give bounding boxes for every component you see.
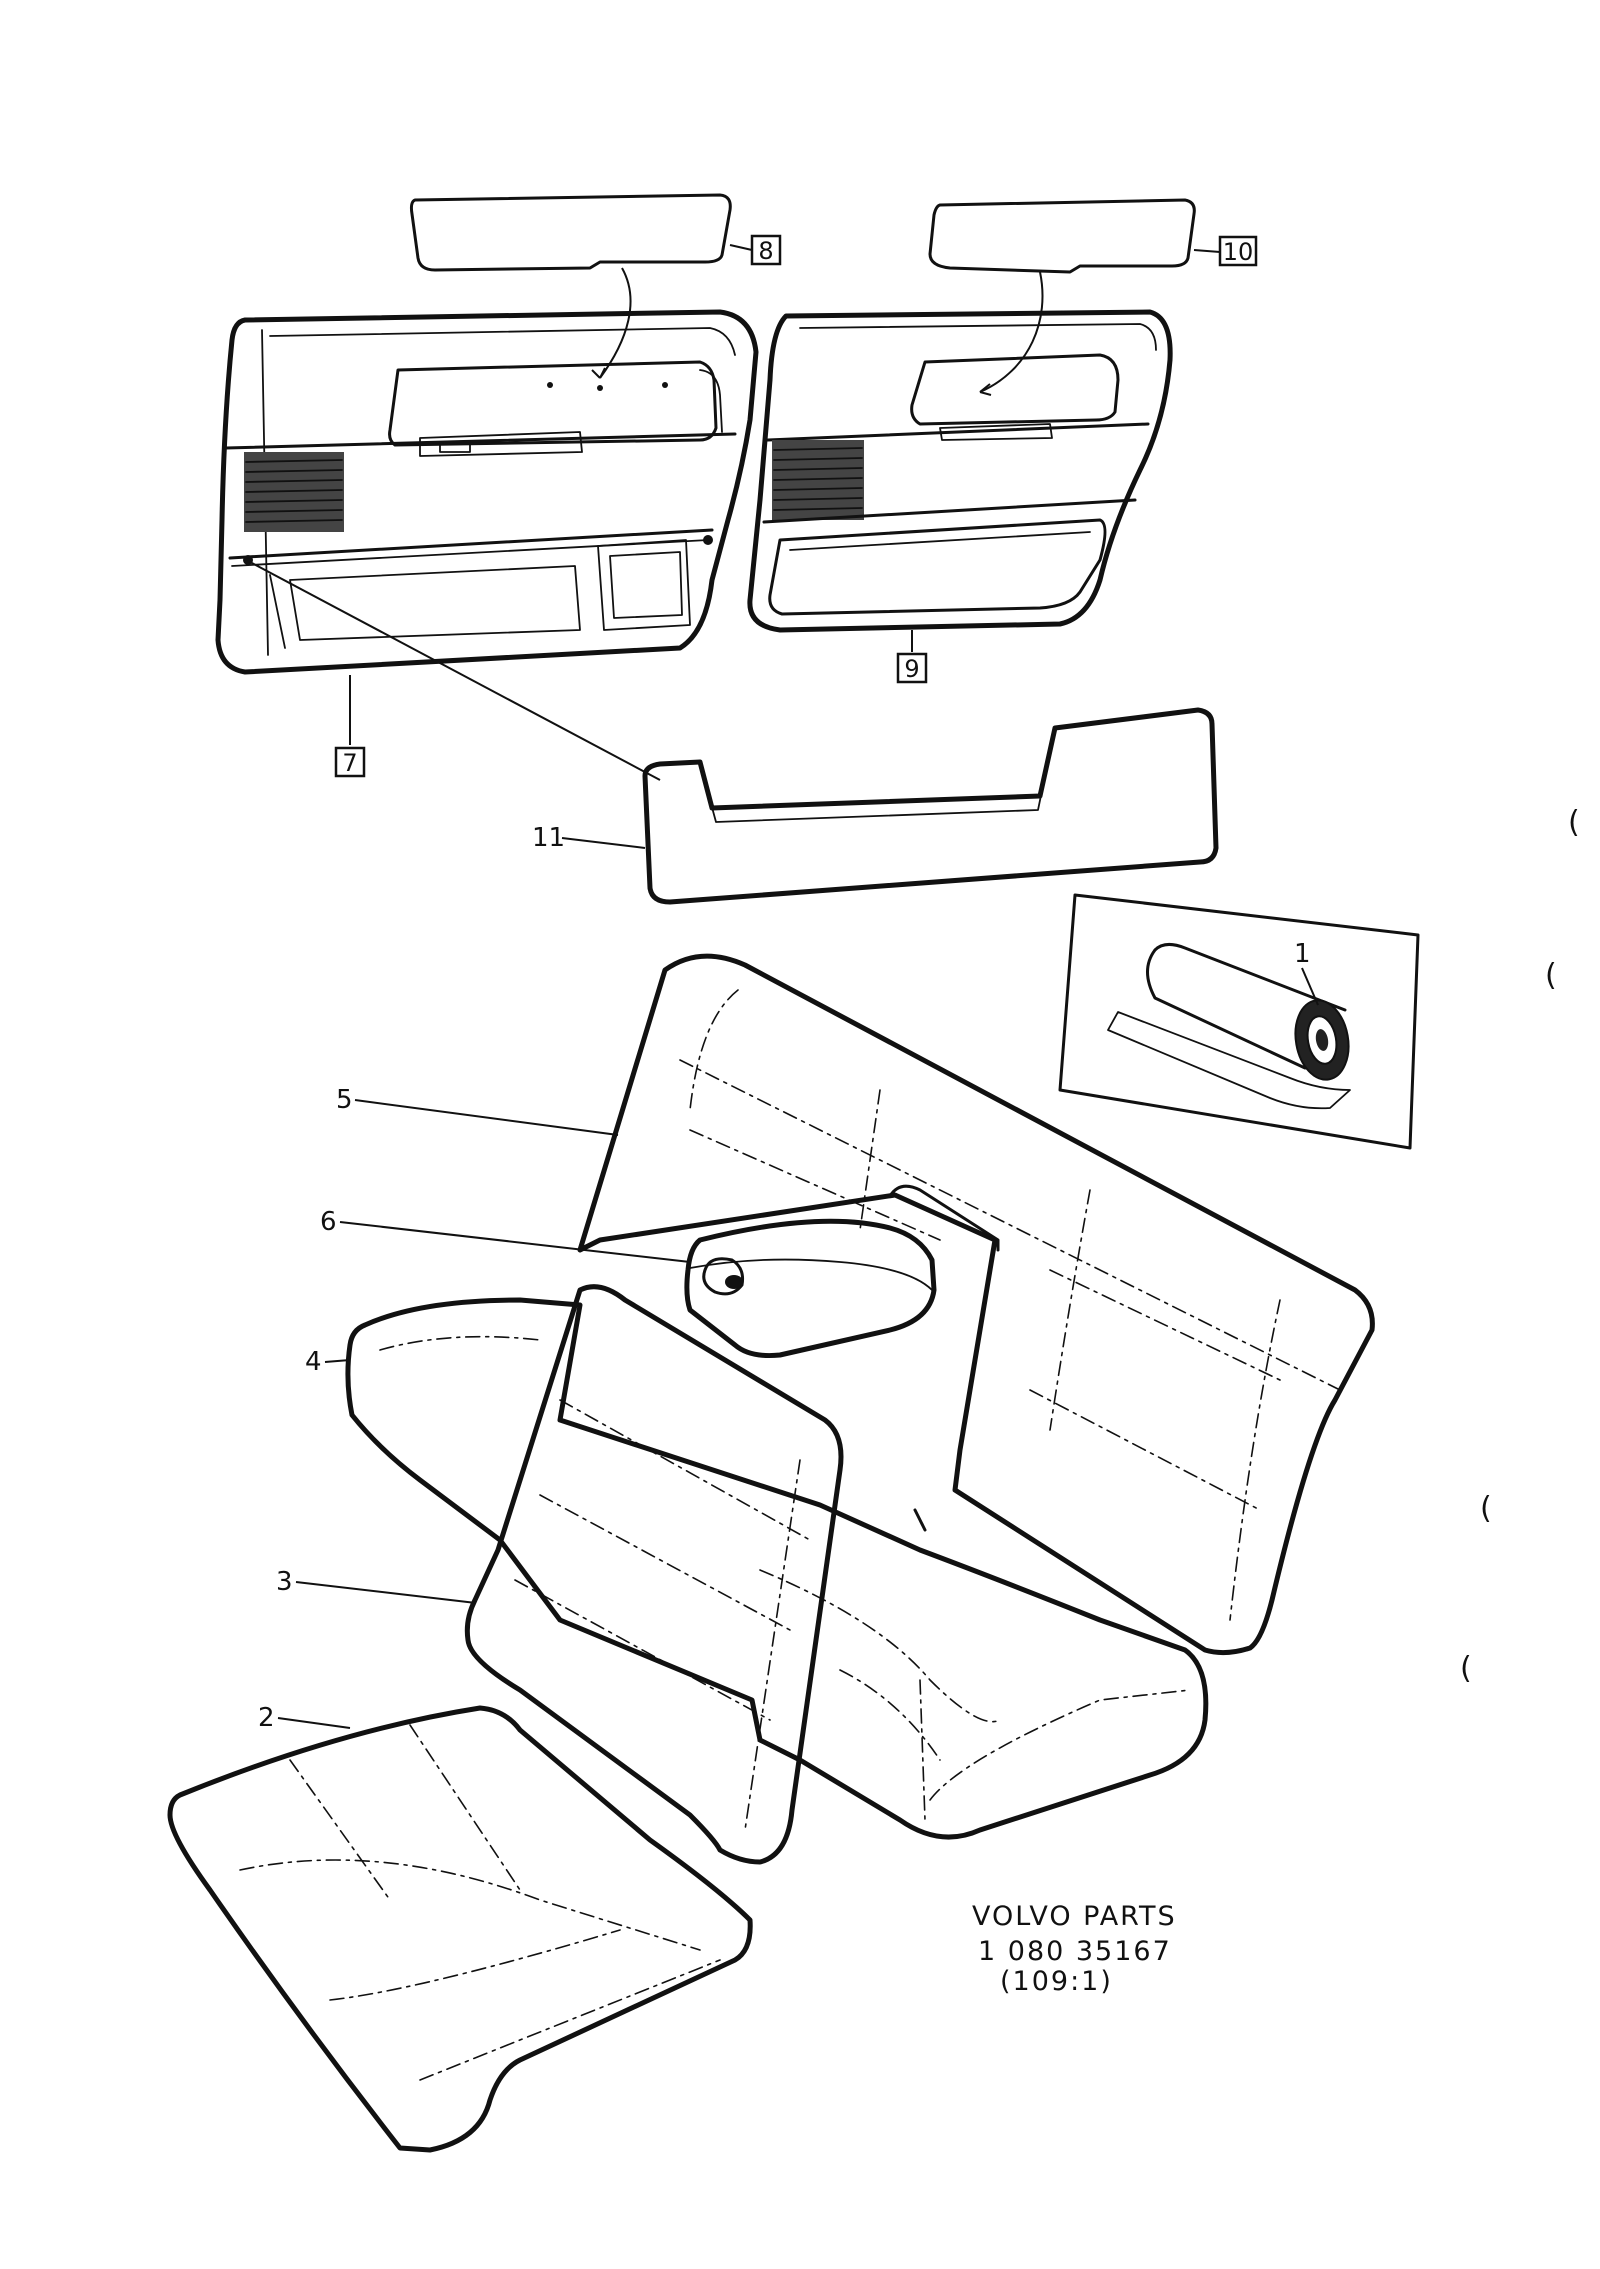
part-8-door-armrest-pad [409, 193, 753, 272]
callout-7: 7 [342, 749, 357, 777]
callout-10: 10 [1223, 238, 1254, 266]
callout-box-9: 9 [896, 652, 928, 684]
part-2-seat-cushion-cover [167, 1705, 753, 2153]
part-7-front-door-panel [215, 309, 759, 675]
callout-box-8: 8 [750, 234, 782, 266]
part-11-trim-strip [642, 707, 1219, 905]
part-5-rear-seat-backrest [577, 953, 1375, 1656]
callout-6: 6 [320, 1207, 337, 1237]
part-6-armrest [684, 1218, 937, 1358]
callout-2: 2 [258, 1703, 275, 1733]
callout-1: 1 [1294, 939, 1311, 969]
callout-5: 5 [336, 1085, 353, 1115]
callout-8: 8 [758, 237, 773, 265]
footer-line-1: VOLVO PARTS [972, 1901, 1177, 1932]
callout-box-10: 10 [1218, 235, 1258, 267]
part-4-rear-seat-cushion [345, 1297, 1209, 1840]
callout-3: 3 [276, 1567, 293, 1597]
callout-4: 4 [305, 1347, 322, 1377]
footer-line-2: 1 080 35167 [978, 1936, 1172, 1967]
margin-mark-4: ( [1460, 1651, 1472, 1686]
footer-line-3: (109:1) [1000, 1966, 1113, 1997]
callout-11: 11 [532, 823, 565, 853]
margin-mark-2: ( [1545, 958, 1557, 993]
part-1-material-roll-inset [1058, 893, 1420, 1150]
part-10-door-armrest-pad [928, 198, 1221, 274]
margin-mark-1: ( [1568, 805, 1580, 840]
margin-mark-3: ( [1480, 1491, 1492, 1526]
callout-9: 9 [904, 655, 919, 683]
part-3-seat-backrest-cover [464, 1284, 844, 1865]
part-9-rear-door-panel [747, 309, 1173, 633]
callout-box-7: 7 [334, 746, 366, 778]
footer-part-number: VOLVO PARTS 1 080 35167 (109:1) [972, 1901, 1177, 1997]
